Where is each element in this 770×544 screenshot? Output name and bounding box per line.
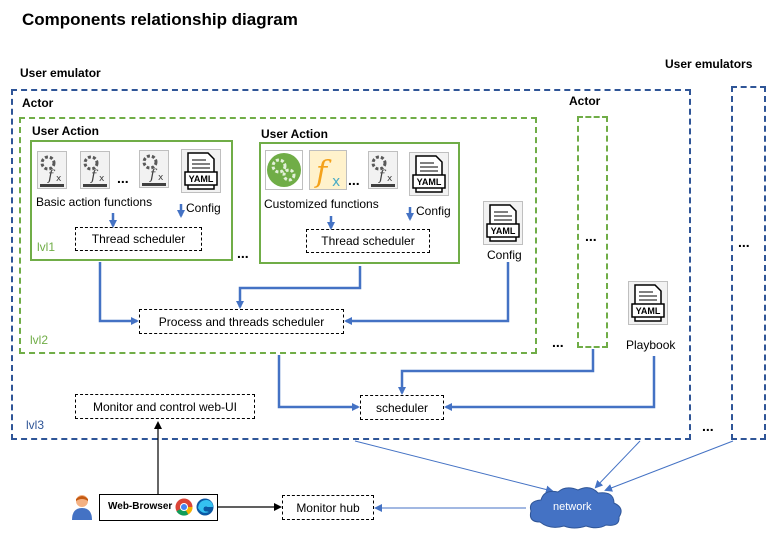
svg-text:x: x xyxy=(99,174,105,184)
svg-text:f: f xyxy=(149,167,158,183)
monitor-webui-box: Monitor and control web-UI xyxy=(75,394,255,419)
thread-scheduler-2: Thread scheduler xyxy=(306,229,430,253)
emulators-ellipsis: ... xyxy=(738,234,750,250)
fx-icon: f x xyxy=(309,150,347,190)
other-user-emulators-box xyxy=(731,86,766,440)
user-action-label-1: User Action xyxy=(32,124,99,138)
link-emulators-to-network-2 xyxy=(594,440,641,489)
svg-text:YAML: YAML xyxy=(491,226,516,236)
lvl3-label: lvl3 xyxy=(26,418,45,432)
user-emulator-label: User emulator xyxy=(20,66,101,80)
actor-box xyxy=(19,117,537,354)
arrow-actor2-to-scheduler xyxy=(398,349,595,395)
diagram-title: Components relationship diagram xyxy=(22,10,298,29)
config-label-3: Config xyxy=(487,248,522,262)
link-emulator-to-network xyxy=(354,440,554,494)
user-action-box-1 xyxy=(30,140,233,261)
svg-text:f: f xyxy=(378,168,387,184)
actor2-box xyxy=(577,116,608,348)
svg-text:x: x xyxy=(158,173,164,183)
thread-scheduler-1: Thread scheduler xyxy=(75,227,202,251)
function-icon: f x xyxy=(37,151,67,189)
arrow-config-to-process xyxy=(344,262,510,325)
functions-ellipsis-1: ... xyxy=(117,170,129,186)
basic-action-functions-label: Basic action functions xyxy=(36,195,153,209)
lvl2-label: lvl2 xyxy=(30,333,49,347)
function-icon: f x xyxy=(139,150,169,188)
svg-text:x: x xyxy=(56,174,62,184)
actor2-ellipsis: ... xyxy=(585,228,597,244)
emulators-ellipsis-bottom: ... xyxy=(702,418,714,434)
edge-icon xyxy=(196,498,214,516)
actor2-label: Actor xyxy=(569,94,601,108)
gears-icon xyxy=(265,150,303,190)
yaml-file-icon: YAML xyxy=(409,152,449,196)
link-emulators-to-network-1 xyxy=(604,440,734,492)
network-label: network xyxy=(553,501,592,513)
svg-text:x: x xyxy=(387,174,393,184)
svg-text:f: f xyxy=(47,168,56,184)
actor-label: Actor xyxy=(22,96,54,110)
chrome-icon xyxy=(175,498,193,516)
scheduler-box: scheduler xyxy=(360,395,444,420)
yaml-file-icon: YAML xyxy=(181,149,221,193)
config-label-1: Config xyxy=(186,201,221,215)
arrow-action2-to-process xyxy=(236,266,362,309)
playbook-label: Playbook xyxy=(626,338,676,352)
arrow-playbook-to-scheduler xyxy=(444,356,656,411)
user-emulators-label: User emulators xyxy=(665,57,753,71)
arrow-action1-to-process xyxy=(98,262,139,325)
web-browser-label: Web-Browser xyxy=(108,501,173,512)
svg-text:f: f xyxy=(90,168,99,184)
monitor-hub-box: Monitor hub xyxy=(282,495,374,520)
actors-ellipsis: ... xyxy=(552,334,564,350)
functions-ellipsis-2: ... xyxy=(348,172,360,188)
arrow-actor-to-scheduler xyxy=(277,355,360,411)
yaml-file-icon: YAML xyxy=(628,281,668,325)
config-label-2: Config xyxy=(416,204,451,218)
user-action-label-2: User Action xyxy=(261,127,328,141)
svg-text:YAML: YAML xyxy=(417,177,442,187)
svg-text:x: x xyxy=(332,174,340,190)
process-threads-scheduler: Process and threads scheduler xyxy=(139,309,344,334)
user-icon xyxy=(71,494,93,520)
user-action-box-2 xyxy=(259,142,460,264)
lvl1-label: lvl1 xyxy=(37,240,56,254)
user-emulator-box xyxy=(11,89,691,440)
function-icon: f x xyxy=(368,151,398,189)
actions-ellipsis: ... xyxy=(237,245,249,261)
customized-functions-label: Customized functions xyxy=(264,197,379,211)
function-icon: f x xyxy=(80,151,110,189)
svg-text:YAML: YAML xyxy=(636,306,661,316)
cloud-icon xyxy=(526,484,626,530)
svg-text:YAML: YAML xyxy=(189,174,214,184)
yaml-file-icon: YAML xyxy=(483,201,523,245)
